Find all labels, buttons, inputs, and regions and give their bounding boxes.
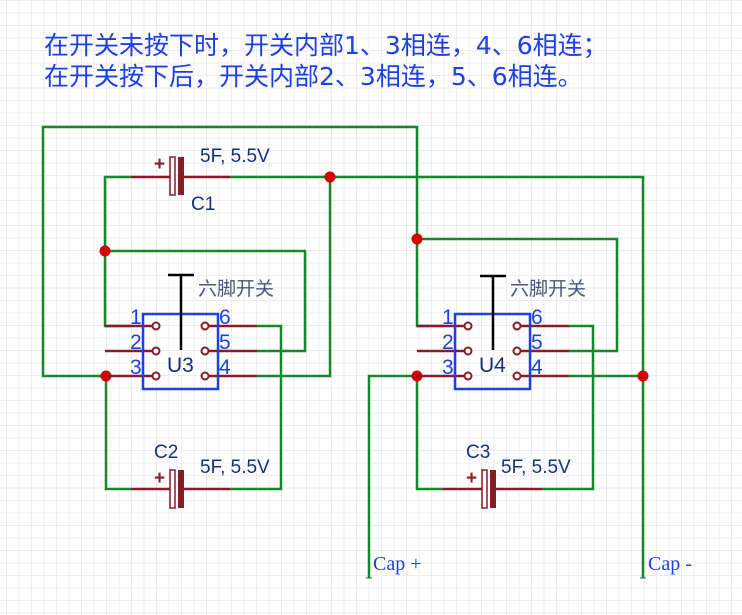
pin-number: 2 (130, 331, 142, 354)
switch-u4[interactable]: 六脚开关 1 2 3 4 5 6 U4 (417, 274, 586, 391)
pin-number: 1 (442, 306, 454, 329)
capacitor-designator: C2 (154, 442, 178, 463)
pin-pad (151, 321, 161, 331)
capacitor-value: 5F, 5.5V (200, 146, 270, 167)
pin-number: 5 (531, 331, 543, 354)
switch-u3[interactable]: 六脚开关 1 2 3 4 5 6 U3 (105, 273, 274, 391)
wire-c1-right[interactable] (230, 175, 645, 376)
capacitor-negative-plate (178, 157, 184, 195)
polarity-plus-icon: + (154, 154, 165, 175)
junction-dot (99, 245, 111, 257)
capacitor-positive-plate (481, 469, 488, 509)
wire-outer-loop[interactable] (41, 125, 419, 378)
switch-description: 六脚开关 (198, 278, 274, 300)
wire-c1-junction-down[interactable] (257, 177, 332, 378)
pin-pad (512, 321, 522, 331)
wire-u4-pin3-c3[interactable] (415, 376, 443, 491)
pin-number: 3 (442, 356, 454, 379)
capacitor-c3[interactable]: + 5F, 5.5V C3 (443, 442, 571, 509)
switch-designator: U4 (479, 354, 506, 377)
wire-cap-plus[interactable] (367, 374, 417, 578)
capacitor-c1[interactable]: + 5F, 5.5V C1 (131, 146, 270, 215)
junction-dot (324, 171, 336, 183)
pin-pad (200, 371, 210, 381)
pin-pad (151, 346, 161, 356)
pin-number: 4 (219, 356, 231, 379)
net-label-cap-plus[interactable]: Cap + (366, 553, 422, 579)
note-line-unpressed: 在开关未按下时，开关内部1、3相连，4、6相连； (44, 31, 608, 60)
pin-number: 5 (219, 331, 231, 354)
pin-pad (463, 371, 473, 381)
net-label-text: Cap + (373, 553, 422, 575)
pin-number: 2 (442, 331, 454, 354)
wire-u4-pin6-c3[interactable] (542, 324, 595, 491)
pin-number: 6 (531, 306, 543, 329)
junction-dot (637, 370, 649, 382)
pin-number: 4 (531, 356, 543, 379)
pin-number: 6 (219, 306, 231, 329)
wire-u3-pin1-vertical[interactable] (103, 251, 131, 328)
pin-pad (200, 346, 210, 356)
net-label-text: Cap - (648, 553, 692, 575)
capacitor-designator: C3 (466, 442, 490, 463)
capacitor-designator: C1 (191, 194, 215, 215)
pin-number: 1 (130, 306, 142, 329)
polarity-plus-icon: + (154, 468, 165, 489)
pin-pad (512, 346, 522, 356)
capacitor-positive-plate (169, 156, 176, 196)
wire-u4-pin1[interactable] (415, 239, 443, 328)
junction-dot (411, 233, 423, 245)
pin-pad (512, 371, 522, 381)
net-label-cap-minus[interactable]: Cap - (640, 553, 692, 579)
wire-u3-pin6-c2[interactable] (230, 324, 283, 491)
capacitor-positive-plate (169, 469, 176, 509)
note-line-pressed: 在开关按下后，开关内部2、3相连，5、6相连。 (44, 62, 583, 91)
switch-description: 六脚开关 (510, 278, 586, 300)
polarity-plus-icon: + (466, 468, 477, 489)
wire-u3-pin3-c2[interactable] (104, 376, 131, 491)
pin-pad (463, 321, 473, 331)
pin-pad (200, 321, 210, 331)
capacitor-value: 5F, 5.5V (200, 457, 270, 478)
pin-pad (151, 371, 161, 381)
wire-c1-left[interactable] (103, 175, 131, 251)
capacitor-negative-plate (490, 470, 496, 508)
capacitor-c2[interactable]: + 5F, 5.5V C2 (131, 442, 270, 509)
capacitor-value: 5F, 5.5V (501, 457, 571, 478)
pin-pad (463, 346, 473, 356)
switch-designator: U3 (167, 354, 194, 377)
wires (41, 125, 645, 578)
capacitor-negative-plate (178, 470, 184, 508)
pin-number: 3 (130, 356, 142, 379)
